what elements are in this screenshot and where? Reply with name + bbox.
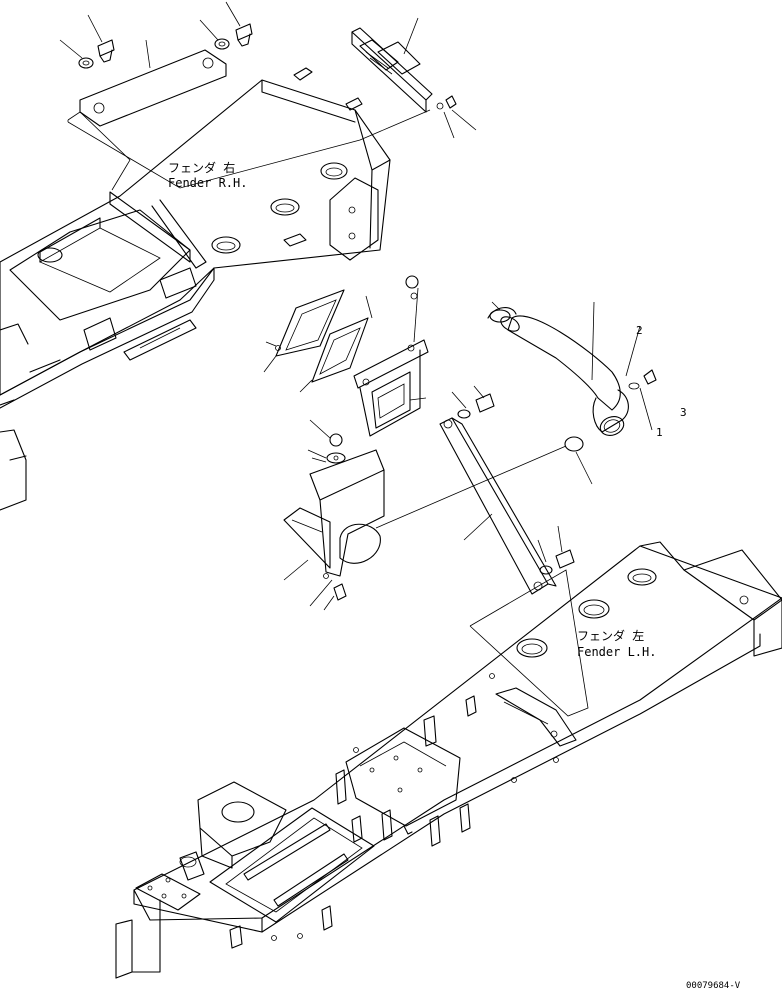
fender-lh-outline [469, 569, 589, 717]
callout-1: 1 [656, 426, 663, 439]
fender-rh-outline [67, 109, 431, 189]
duct-box-assembly [353, 275, 429, 437]
grille-cover-upper [351, 17, 477, 139]
fender-rh-label-en: Fender R.H. [168, 176, 247, 190]
center-vent-plates [263, 289, 373, 393]
bolt-washer-set-1 [59, 14, 151, 69]
intake-pipe [487, 301, 657, 485]
fender-lh-label-jp: フェンダ 左 [577, 628, 644, 643]
fender-lh-assembly [115, 541, 782, 979]
support-arm [439, 385, 575, 595]
fender-rh-assembly [0, 67, 391, 511]
bolt-washer-set-2 [199, 1, 253, 50]
callout-3: 3 [680, 406, 687, 419]
fender-lh-label-en: Fender L.H. [577, 645, 656, 659]
fender-rh-label-jp: フェンダ 右 [168, 160, 235, 175]
brace-bar-upper [67, 49, 227, 191]
duct-lower-housing [283, 419, 567, 611]
callout-2: 2 [636, 324, 643, 337]
document-id: 00079684-V [686, 981, 741, 991]
